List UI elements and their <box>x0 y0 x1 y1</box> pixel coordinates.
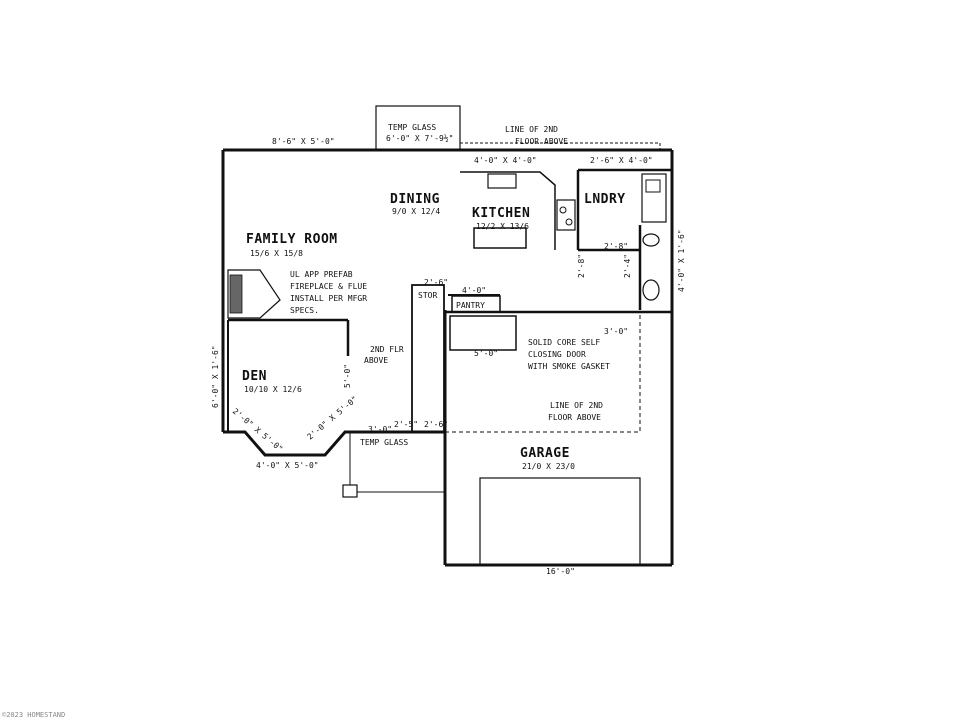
dim-furnace-door: 5'-0" <box>474 349 498 358</box>
interior-walls <box>227 168 672 433</box>
porch-post <box>342 484 358 498</box>
dim-hall-door-2: 2'-6" <box>424 420 448 429</box>
room-den-size: 10/10 X 12/6 <box>244 385 302 394</box>
temp-glass-top-dim: 6'-0" X 7'-9½" <box>386 133 453 143</box>
room-family: FAMILY ROOM <box>246 232 338 247</box>
temp-glass-bottom-label: TEMP GLASS <box>360 438 408 447</box>
room-garage: GARAGE <box>520 446 570 461</box>
door-note-3: WITH SMOKE GASKET <box>528 362 610 371</box>
dim-bath-door: 2'-4" <box>623 254 632 278</box>
dim-bay-right: 2'-0" X 5'-0" <box>306 394 360 441</box>
line-2nd-top-label: LINE OF 2ND <box>505 125 558 134</box>
room-dining: DINING <box>390 192 440 207</box>
footer-watermark: ©2023 HOMESTAND <box>2 711 65 719</box>
room-pantry: PANTRY <box>456 301 485 310</box>
dim-den-closet: 5'-0" <box>343 364 352 388</box>
dim-kitchen-door: 2'-8" <box>577 254 586 278</box>
room-garage-size: 21/0 X 23/0 <box>522 462 575 471</box>
room-laundry: LNDRY <box>584 192 626 207</box>
fireplace-note-3: INSTALL PER MFGR <box>290 294 367 303</box>
laundry-appliances <box>641 173 667 301</box>
dim-water-heater-door: 3'-0" <box>604 327 628 336</box>
dim-window-kitchen: 4'-0" X 4'-0" <box>474 156 537 165</box>
temp-glass-top-label: TEMP GLASS <box>388 123 436 132</box>
dim-entry-door: 3'-0" <box>368 425 392 434</box>
line-2nd-floor-garage <box>445 315 641 433</box>
room-den: DEN <box>242 369 267 384</box>
room-storage: STOR <box>418 291 437 300</box>
door-note-2: CLOSING DOOR <box>528 350 586 359</box>
dim-laundry-door: 2'-8" <box>604 242 628 251</box>
fireplace-note-1: UL APP PREFAB <box>290 270 353 279</box>
room-dining-size: 9/0 X 12/4 <box>392 207 440 216</box>
dim-window-family: 8'-6" X 5'-0" <box>272 137 335 146</box>
fireplace-note-4: SPECS. <box>290 306 319 315</box>
dim-pantry-door: 4'-0" <box>462 286 486 295</box>
room-family-size: 15/6 X 15/8 <box>250 249 303 258</box>
flr-above-note-1: 2ND FLR <box>370 345 404 354</box>
dim-left-window: 6'-0" X 1'-6" <box>211 345 220 408</box>
dim-right-window: 4'-0" X 1'-6" <box>677 229 686 292</box>
exterior-walls <box>221 148 674 567</box>
fireplace <box>227 269 281 319</box>
temp-glass-bay <box>375 105 461 151</box>
dim-den-bottom: 4'-0" X 5'-0" <box>256 461 319 470</box>
door-note-1: SOLID CORE SELF <box>528 338 600 347</box>
dim-window-laundry: 2'-6" X 4'-0" <box>590 156 653 165</box>
dim-garage-door-width: 16'-0" <box>546 567 575 576</box>
line-2nd-top-label-2: FLOOR ABOVE <box>515 137 568 146</box>
flr-above-note-2: ABOVE <box>364 356 388 365</box>
line-2nd-garage-label-2: FLOOR ABOVE <box>548 413 601 422</box>
line-2nd-floor-top <box>460 142 661 150</box>
dim-hall-door-1: 2'-5" <box>394 420 418 429</box>
dim-stor-door: 2'-6" <box>424 278 448 287</box>
kitchen-appliances <box>487 173 576 231</box>
room-kitchen-size: 12/2 X 13/6 <box>476 222 529 231</box>
line-2nd-garage-label-1: LINE OF 2ND <box>550 401 603 410</box>
fireplace-note-2: FIREPLACE & FLUE <box>290 282 367 291</box>
garage-door <box>479 477 641 566</box>
room-kitchen: KITCHEN <box>472 206 530 221</box>
